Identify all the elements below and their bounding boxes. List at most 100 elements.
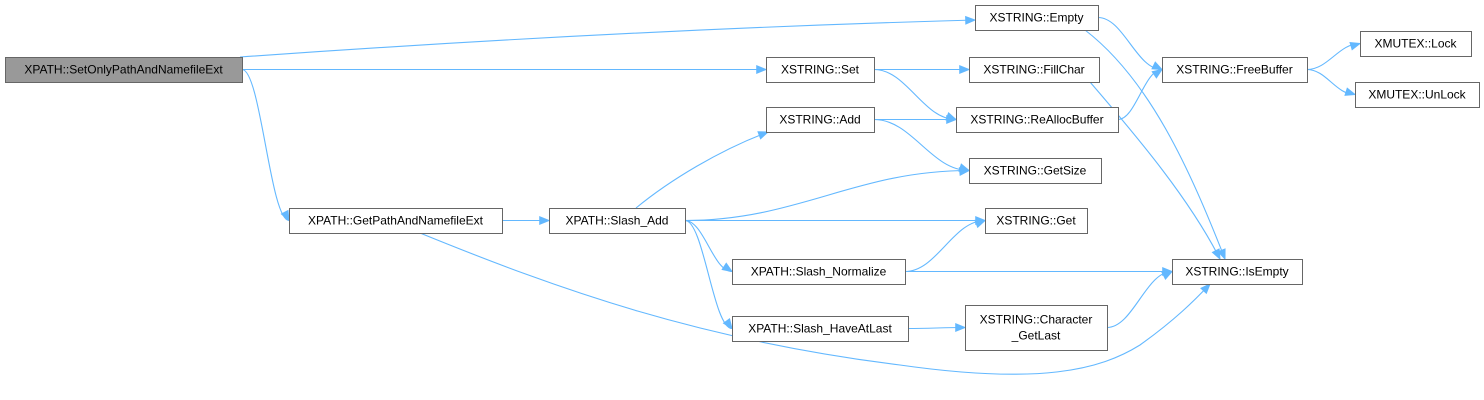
edge-arrowhead [1151,61,1164,71]
edge-root-to-xset [242,65,768,74]
node-xempty[interactable]: XSTRING::Empty [975,5,1099,31]
edge-line [684,219,733,330]
node-box [1360,31,1472,57]
node-box [732,259,906,285]
node-box [549,208,686,234]
edge-xfree-to-munlock [1306,68,1357,96]
node-xgetsize[interactable]: XSTRING::GetSize [969,158,1102,184]
edge-line [239,19,976,58]
node-box [965,305,1108,351]
edge-slashnorm-to-xget [904,219,987,273]
edge-line [873,118,970,172]
node-label: XSTRING::Empty [989,11,1083,25]
edge-slashadd-to-xgetsize [684,167,971,222]
edge-line [1097,16,1163,71]
node-slashadd[interactable]: XPATH::Slash_Add [549,208,686,234]
edge-arrowhead [1200,283,1211,295]
edge-xset-to-xrealloc [873,68,958,121]
edge-line [904,219,986,273]
node-mlock[interactable]: XMUTEX::Lock [1360,31,1472,57]
node-box [985,208,1088,234]
edge-getpath-to-xisempty [419,232,1211,375]
edge-xfree-to-mlock [1306,41,1362,71]
node-box [956,107,1119,133]
node-label: XMUTEX::UnLock [1368,88,1466,102]
edge-arrowhead [1349,41,1362,51]
edge-slashadd-to-slashhave [684,219,733,330]
node-getpath[interactable]: XPATH::GetPathAndNamefileExt [289,208,503,234]
edge-xrealloc-to-xfree [1117,68,1164,121]
edge-arrowhead [958,163,971,172]
node-xadd[interactable]: XSTRING::Add [766,107,875,133]
node-box [289,208,503,234]
edge-line [419,232,1211,375]
node-label: XPATH::Slash_Add [566,214,669,228]
edge-arrowhead [280,209,290,222]
edge-arrowhead [959,65,971,74]
edge-line [1089,81,1221,260]
edge-slashadd-to-slashnorm [684,219,734,273]
node-label: XPATH::SetOnlyPathAndNamefileExt [24,63,223,77]
node-slashhave[interactable]: XPATH::Slash_HaveAtLast [732,316,909,342]
node-label: XSTRING::ReAllocBuffer [970,113,1103,127]
edge-xset-to-xfillchar [874,65,971,74]
node-label: XPATH::Slash_Normalize [751,265,887,279]
edge-line [1106,270,1173,329]
edge-arrowhead [1161,270,1174,280]
node-xfree[interactable]: XSTRING::FreeBuffer [1162,57,1308,83]
edge-xempty-to-xisempty [1084,29,1226,261]
node-box [969,158,1102,184]
node-label: XSTRING::Set [781,63,860,77]
edge-xcharlast-to-xisempty [1106,270,1174,329]
edge-arrowhead [721,262,734,273]
node-label: XSTRING::FreeBuffer [1176,63,1292,77]
node-box [969,57,1100,83]
node-box [975,5,1099,31]
edges-layer [239,15,1362,375]
edge-arrowhead [539,216,551,225]
edge-line [1084,29,1226,260]
edge-root-to-getpath [241,68,290,222]
edge-arrowhead [1344,87,1357,96]
edge-line [873,68,957,121]
edge-slashnorm-to-xisempty [904,267,1174,276]
edge-line [684,169,970,222]
node-label: XSTRING::FillChar [983,63,1084,77]
node-box [5,57,243,83]
node-xisempty[interactable]: XSTRING::IsEmpty [1172,259,1303,285]
node-xfillchar[interactable]: XSTRING::FillChar [969,57,1100,83]
edge-root-to-xempty [239,15,977,58]
edge-arrowhead [722,317,733,330]
edge-slashadd-to-xadd [635,131,770,209]
nodes-layer: XPATH::SetOnlyPathAndNamefileExtXPATH::G… [5,5,1480,351]
edge-arrowhead [1151,68,1164,79]
node-munlock[interactable]: XMUTEX::UnLock [1355,82,1480,108]
node-xset[interactable]: XSTRING::Set [766,57,875,83]
edge-xadd-to-xrealloc [874,115,958,124]
node-root[interactable]: XPATH::SetOnlyPathAndNamefileExt [5,57,243,83]
node-label: XSTRING::Character [980,313,1093,327]
edge-arrowhead [757,131,770,140]
node-label: XPATH::GetPathAndNamefileExt [308,214,484,228]
edge-xadd-to-xgetsize [873,118,971,172]
node-label: XMUTEX::Lock [1374,37,1457,51]
edge-arrowhead [955,323,967,332]
node-xrealloc[interactable]: XSTRING::ReAllocBuffer [956,107,1119,133]
edge-arrowhead [1217,248,1226,261]
edge-line [635,131,769,209]
edge-line [684,219,733,273]
node-xget[interactable]: XSTRING::Get [985,208,1088,234]
node-box [766,57,875,83]
node-slashnorm[interactable]: XPATH::Slash_Normalize [732,259,906,285]
node-label: _GetLast [1011,329,1061,343]
node-label: XSTRING::Get [996,214,1076,228]
node-xcharlast[interactable]: XSTRING::Character_GetLast [965,305,1108,351]
node-label: XSTRING::Add [779,113,860,127]
edge-getpath-to-slashadd [502,216,551,225]
node-box [1172,259,1303,285]
node-label: XSTRING::IsEmpty [1185,265,1288,279]
node-box [1355,82,1480,108]
node-box [1162,57,1308,83]
edge-arrowhead [974,219,987,229]
